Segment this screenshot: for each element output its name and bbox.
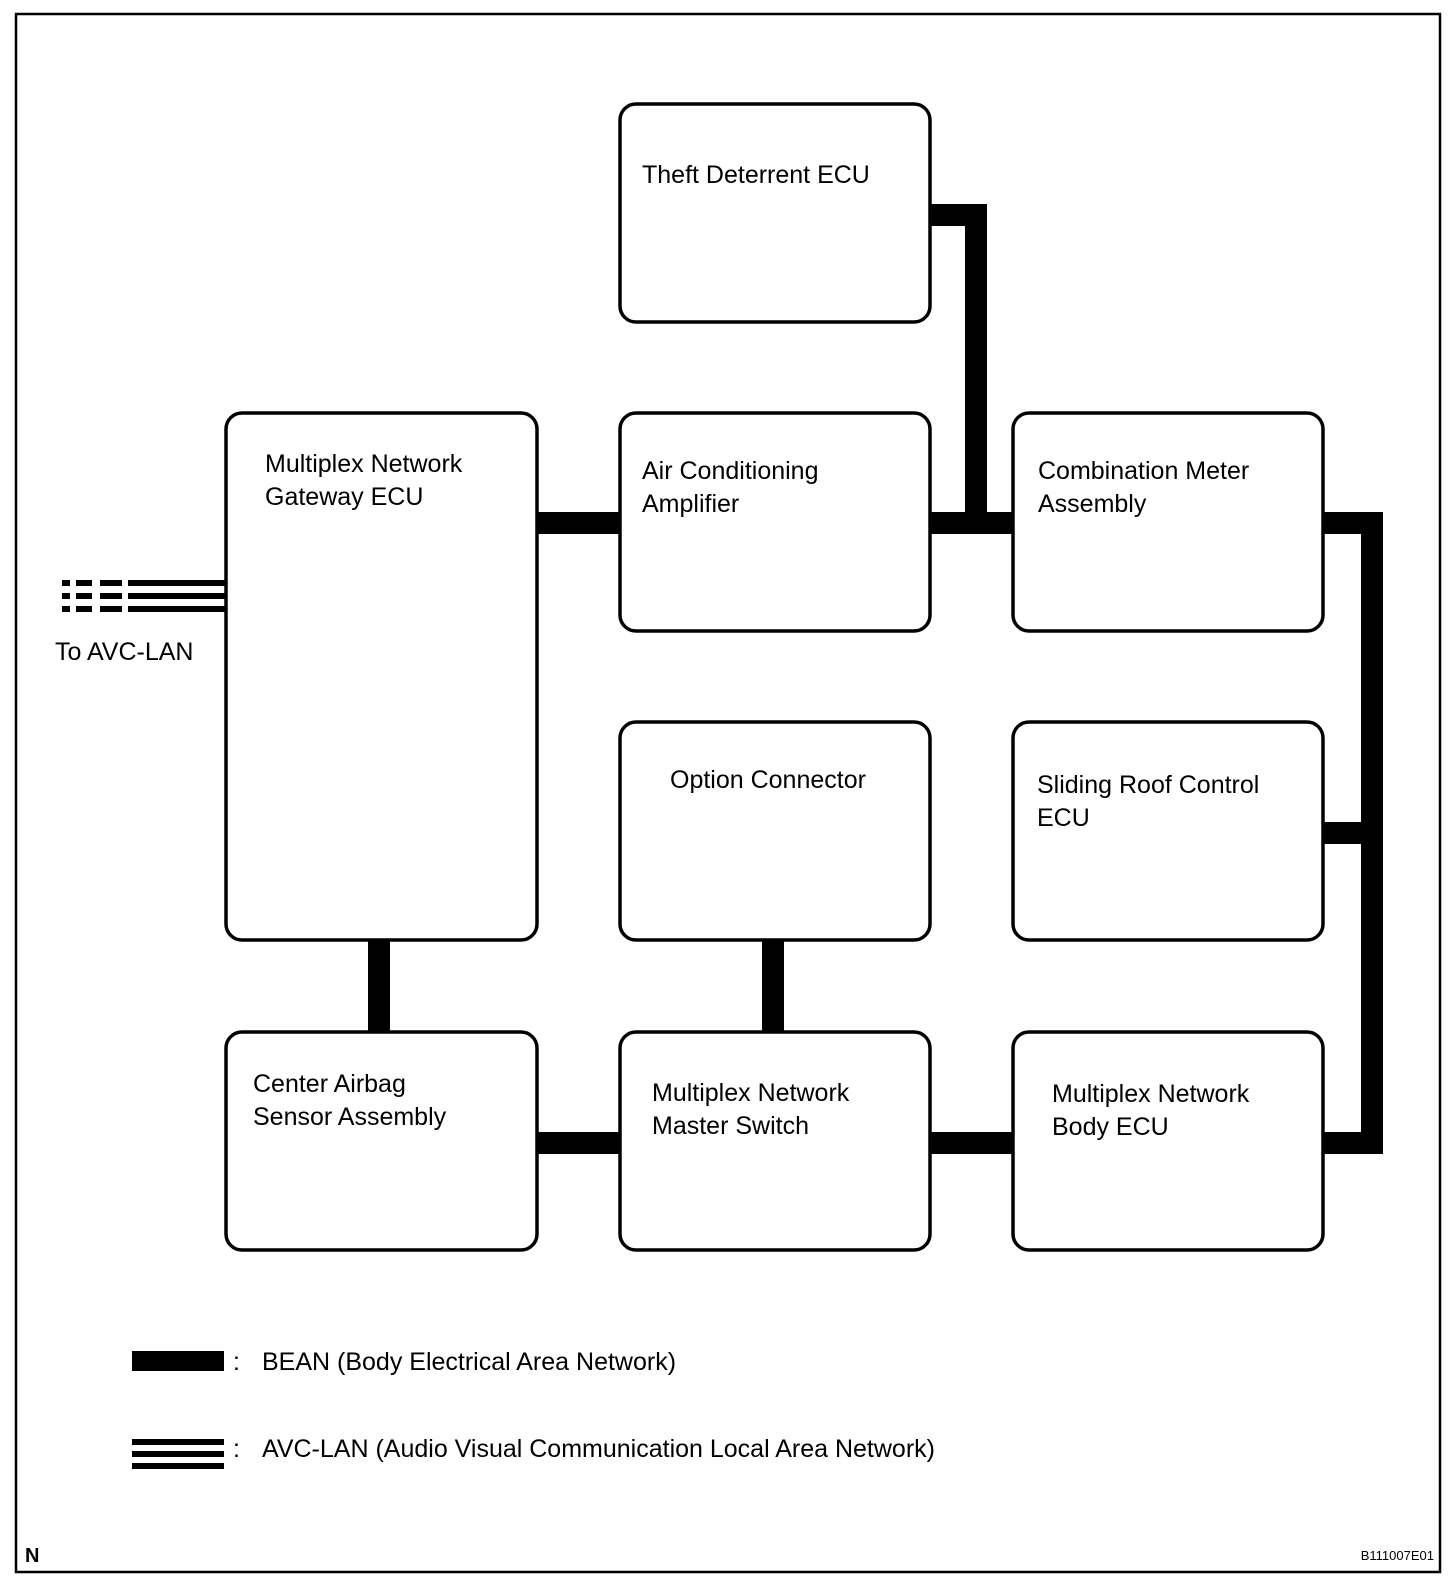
module-label-line: Body ECU — [1052, 1113, 1169, 1141]
legend-separator: : — [233, 1348, 240, 1376]
bean-bus-lines — [368, 204, 1383, 1154]
module-master-switch: Multiplex Network Master Switch — [618, 1030, 932, 1252]
module-center-airbag-sensor: Center Airbag Sensor Assembly — [224, 1030, 539, 1252]
footer-left-mark: N — [25, 1545, 39, 1567]
legend-separator: : — [233, 1435, 240, 1463]
avc-lan-stub: To AVC-LAN — [55, 580, 226, 666]
module-label-line: Combination Meter — [1038, 457, 1249, 485]
module-air-conditioning-amplifier: Air Conditioning Amplifier — [618, 411, 932, 633]
legend: : BEAN (Body Electrical Area Network) : … — [132, 1348, 935, 1469]
module-body-ecu: Multiplex Network Body ECU — [1011, 1030, 1325, 1252]
legend-avc-lan-text: AVC-LAN (Audio Visual Communication Loca… — [262, 1435, 935, 1463]
legend-avc-lan-swatch — [132, 1439, 224, 1469]
module-theft-deterrent-ecu: Theft Deterrent ECU — [618, 102, 932, 324]
avc-lan-stub-label: To AVC-LAN — [55, 638, 193, 666]
module-label-line: Gateway ECU — [265, 483, 423, 511]
module-label-line: Air Conditioning — [642, 457, 819, 485]
legend-bean-text: BEAN (Body Electrical Area Network) — [262, 1348, 676, 1376]
avc-lan-stub-solid — [128, 580, 226, 612]
legend-item-bean: : BEAN (Body Electrical Area Network) — [132, 1348, 676, 1376]
module-label-line: Master Switch — [652, 1112, 809, 1140]
module-combination-meter: Combination Meter Assembly — [1011, 411, 1325, 633]
module-label-line: Center Airbag — [253, 1070, 406, 1098]
module-label-line: Multiplex Network — [1052, 1080, 1250, 1108]
module-sliding-roof-ecu: Sliding Roof Control ECU — [1011, 720, 1325, 942]
figure-code: B111007E01 — [1361, 1548, 1434, 1563]
legend-bean-swatch — [132, 1351, 224, 1371]
module-label-line: Amplifier — [642, 490, 739, 518]
module-label-line: Sliding Roof Control — [1037, 771, 1259, 799]
module-gateway-ecu: Multiplex Network Gateway ECU — [224, 411, 539, 942]
module-label-line: Option Connector — [670, 766, 866, 794]
module-label-line: Assembly — [1038, 490, 1147, 518]
module-label-line: Theft Deterrent ECU — [642, 161, 870, 189]
diagram-frame — [14, 12, 1442, 1574]
module-label-line: Multiplex Network — [265, 450, 463, 478]
module-label-line: ECU — [1037, 804, 1090, 832]
avc-lan-stub-dashed — [62, 580, 122, 612]
module-label-line: Multiplex Network — [652, 1079, 850, 1107]
bus-theft-deterrent-drop — [930, 204, 987, 523]
module-label-line: Sensor Assembly — [253, 1103, 447, 1131]
legend-item-avc-lan: : AVC-LAN (Audio Visual Communication Lo… — [132, 1435, 935, 1469]
module-option-connector: Option Connector — [618, 720, 932, 942]
